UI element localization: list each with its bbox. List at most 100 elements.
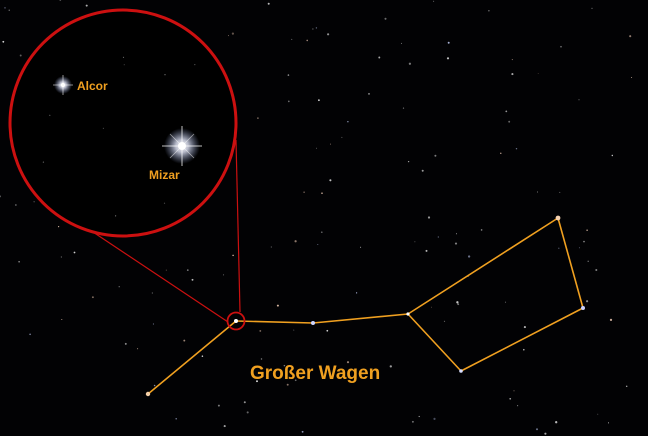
field-star — [456, 301, 459, 304]
label-mizar: Mizar — [149, 168, 180, 182]
field-star — [287, 74, 290, 76]
field-star — [201, 355, 204, 357]
field-star — [315, 27, 318, 29]
field-star — [232, 254, 234, 257]
field-star — [515, 147, 518, 150]
field-star — [91, 296, 94, 299]
field-star — [509, 397, 512, 400]
line-alkaid-mizar — [147, 320, 237, 395]
field-star — [286, 383, 289, 386]
field-star — [270, 246, 272, 248]
star-mizar-main — [234, 319, 238, 323]
field-star — [183, 339, 186, 342]
line-megrez-dubhe — [407, 217, 559, 315]
field-star — [341, 136, 343, 138]
field-star — [558, 247, 560, 249]
field-star — [629, 35, 632, 38]
zoom-inset: Alcor Mizar — [8, 8, 238, 238]
field-star — [456, 233, 457, 235]
star-dubhe — [555, 215, 561, 221]
field-star — [246, 411, 249, 414]
field-star — [411, 420, 414, 423]
field-star — [505, 110, 508, 113]
field-star — [191, 278, 194, 281]
field-star — [430, 306, 432, 308]
field-star — [59, 0, 62, 1]
field-star — [407, 160, 410, 163]
field-star — [537, 73, 539, 74]
field-star — [347, 121, 349, 123]
field-star — [583, 240, 585, 243]
field-star — [591, 7, 593, 10]
field-star — [433, 0, 435, 2]
field-star — [73, 251, 76, 254]
field-star — [217, 404, 220, 407]
field-star — [559, 191, 561, 193]
field-star — [294, 240, 297, 243]
field-star — [587, 260, 589, 263]
field-star — [8, 9, 10, 11]
field-star — [61, 318, 63, 321]
field-star — [306, 39, 309, 42]
field-star — [243, 401, 246, 404]
inset-field-star — [164, 74, 166, 76]
line-merak-phecda — [460, 307, 584, 372]
field-star — [223, 425, 226, 428]
field-star — [60, 256, 63, 258]
field-star — [293, 329, 295, 331]
field-star — [608, 422, 609, 424]
field-star — [389, 365, 392, 368]
connector-line-right — [235, 139, 241, 313]
star-mizar — [162, 126, 202, 166]
constellation-label: Großer Wagen — [250, 363, 380, 384]
inset-field-star — [49, 114, 51, 116]
star-phecda — [459, 369, 463, 373]
field-star — [294, 379, 297, 382]
zoom-circle-border — [8, 8, 238, 238]
field-star — [544, 432, 547, 435]
line-mizar-alioth — [235, 320, 314, 324]
field-star — [560, 45, 562, 48]
field-star — [15, 204, 17, 206]
field-star — [517, 405, 519, 407]
field-star — [33, 201, 35, 203]
dipper-stars — [145, 215, 585, 397]
inset-field-star — [42, 161, 45, 163]
field-star — [408, 62, 412, 65]
field-star — [29, 333, 31, 336]
field-star — [260, 358, 263, 360]
inset-field-star — [163, 202, 166, 204]
zoom-connector — [71, 139, 241, 323]
line-phecda-megrez — [407, 313, 462, 372]
field-star — [318, 99, 320, 102]
field-star — [327, 33, 330, 36]
field-star — [360, 246, 362, 248]
field-star — [480, 229, 483, 231]
field-star — [597, 413, 599, 415]
field-star — [504, 301, 507, 303]
star-merak — [581, 306, 585, 310]
field-star — [321, 192, 323, 195]
field-star — [329, 179, 332, 182]
inset-field-star — [31, 196, 33, 198]
star-alkaid — [145, 391, 151, 397]
field-star — [421, 169, 424, 172]
field-star — [152, 323, 154, 325]
field-star — [330, 143, 331, 145]
inset-field-star — [102, 127, 104, 129]
field-star — [402, 107, 405, 109]
field-star — [2, 40, 5, 43]
field-star — [586, 229, 588, 232]
field-star — [508, 120, 511, 123]
field-star — [578, 247, 580, 249]
field-star — [4, 7, 6, 9]
field-star — [447, 41, 450, 44]
field-star — [631, 77, 633, 78]
field-star — [401, 42, 402, 44]
star-megrez — [406, 312, 410, 316]
field-star — [316, 147, 317, 149]
field-star — [317, 244, 319, 245]
field-star — [165, 269, 167, 271]
field-star — [124, 342, 127, 345]
